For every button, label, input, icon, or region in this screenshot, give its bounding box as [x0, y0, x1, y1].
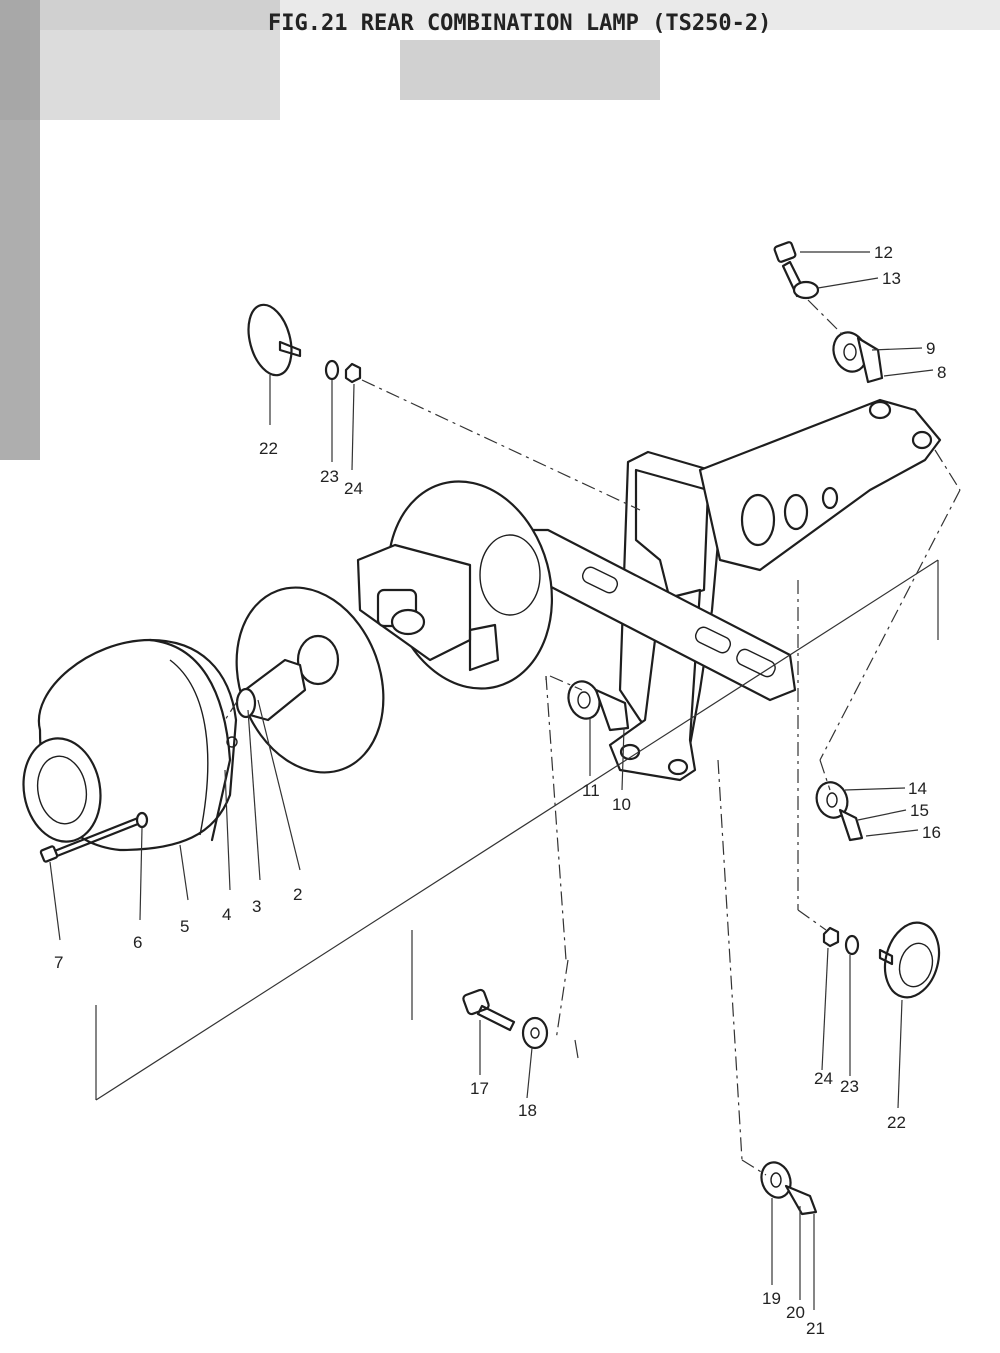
callout-2: 2 [293, 885, 302, 904]
gasket-ring [235, 586, 385, 774]
callout-18: 18 [518, 1101, 537, 1120]
callout-11: 11 [582, 781, 600, 800]
callout-21: 21 [806, 1319, 825, 1338]
alignment-lines [224, 299, 961, 1176]
scan-noise-background [0, 0, 1000, 460]
bulb [235, 658, 307, 722]
callout-10: 10 [612, 795, 631, 814]
bolt-lower [462, 988, 549, 1050]
callout-4: 4 [222, 905, 231, 924]
callout-24-upper: 24 [344, 479, 363, 498]
frame-lines [95, 559, 939, 1101]
mount-bracket [526, 398, 942, 782]
figure-title: FIG.21 REAR COMBINATION LAMP (TS250-2) [268, 11, 771, 36]
callout-24-lower: 24 [814, 1069, 833, 1088]
lamp-lens-cover [22, 638, 238, 852]
callout-15: 15 [910, 801, 929, 820]
lens-screw [39, 811, 149, 863]
cushion-lower [567, 680, 630, 732]
callout-labels: 2 3 4 5 6 7 8 9 10 11 12 13 14 15 16 17 … [54, 243, 946, 1338]
callout-5: 5 [180, 917, 189, 936]
callout-8: 8 [937, 363, 946, 382]
callout-9: 9 [926, 339, 935, 358]
reflector-upper-left [247, 303, 362, 384]
callout-16: 16 [922, 823, 941, 842]
callout-7: 7 [54, 953, 63, 972]
callout-3: 3 [252, 897, 261, 916]
callout-12: 12 [874, 243, 893, 262]
callout-19: 19 [762, 1289, 781, 1308]
grommet-set-right [815, 781, 864, 842]
callout-13: 13 [882, 269, 901, 288]
grommet-set-bottom [760, 1161, 818, 1216]
callout-6: 6 [133, 933, 142, 952]
leader-lines [49, 251, 934, 1310]
callout-14: 14 [908, 779, 927, 798]
callout-20: 20 [786, 1303, 805, 1322]
callout-22-lower: 22 [887, 1113, 906, 1132]
reflector-right [822, 921, 941, 999]
bolt-upper [773, 241, 820, 300]
callout-23-upper: 23 [320, 467, 339, 486]
lamp-base-housing [356, 480, 554, 690]
callout-22-upper: 22 [259, 439, 278, 458]
callout-17: 17 [470, 1079, 489, 1098]
cushion-upper [832, 331, 884, 384]
callout-23-lower: 23 [840, 1077, 859, 1096]
